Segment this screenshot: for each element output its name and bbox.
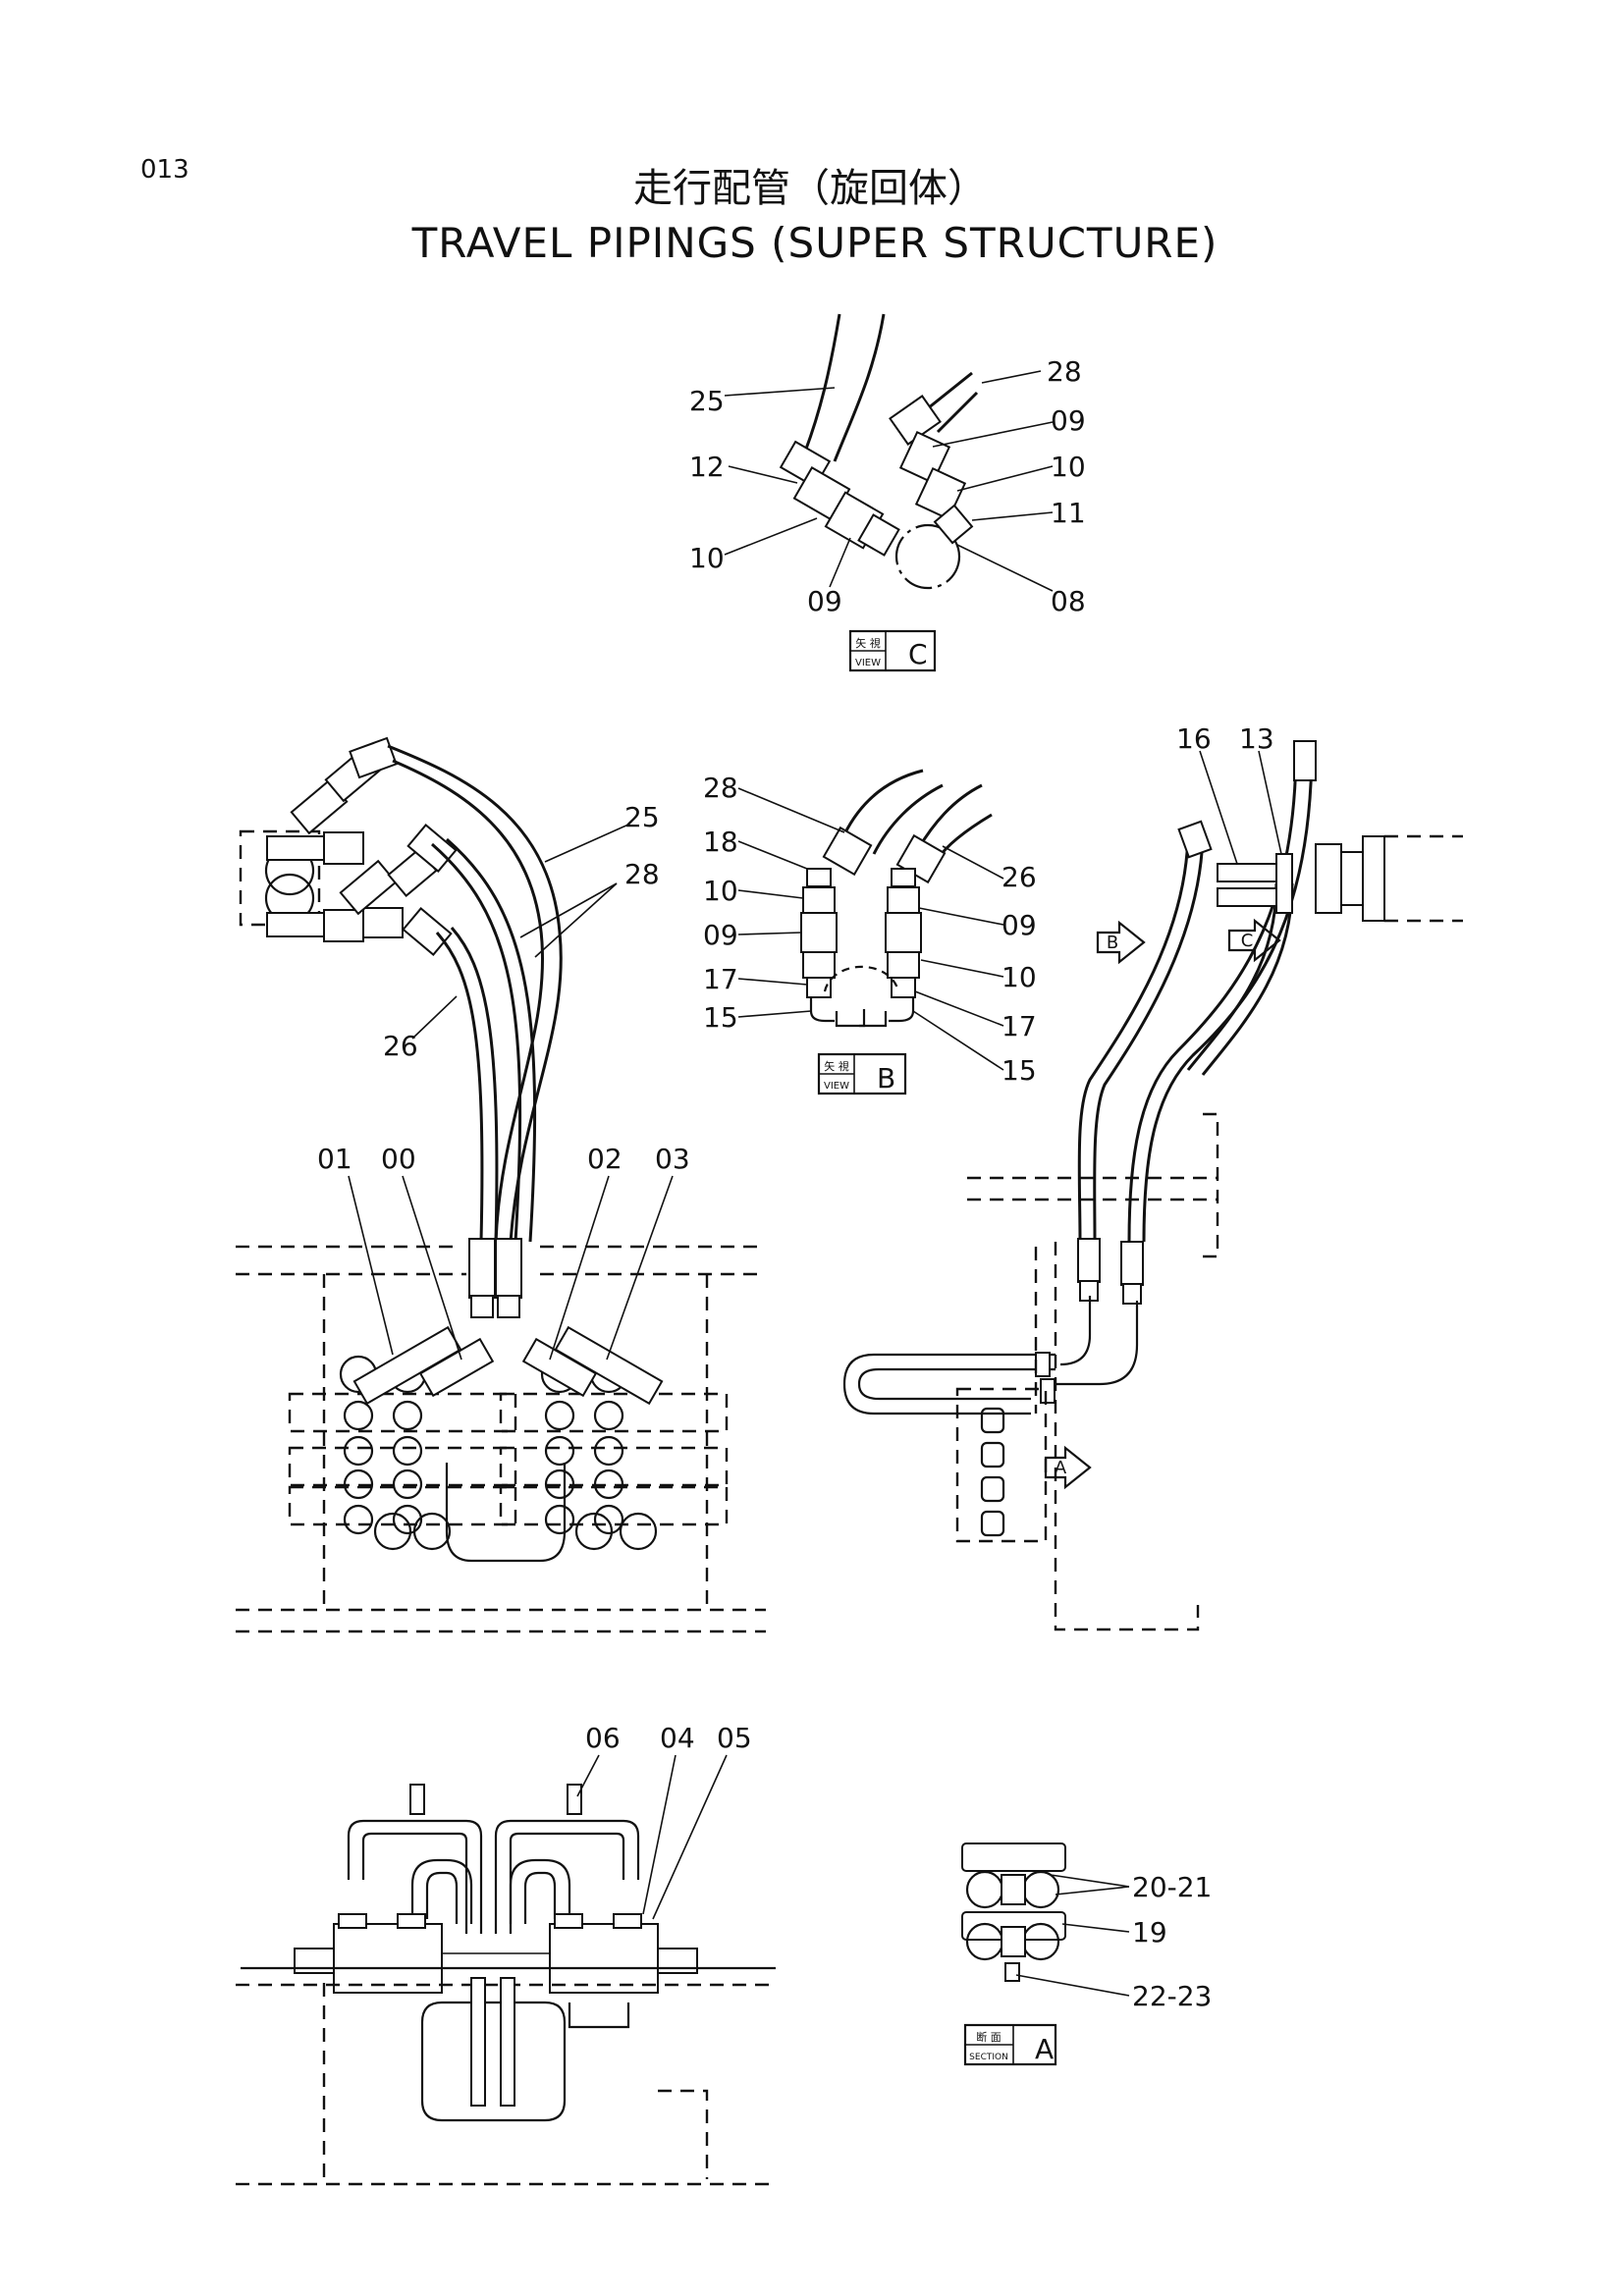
main-valve-view: 25 28 26 [236, 736, 766, 1633]
callout-02: 02 [587, 1143, 623, 1175]
arrow-a-label: A [1055, 1458, 1067, 1478]
callout-17: 17 [703, 963, 738, 995]
callout-09: 09 [807, 585, 842, 617]
callout-03: 03 [655, 1143, 690, 1175]
callout-16: 16 [1176, 722, 1212, 755]
view-b-tag-en: VIEW [824, 1081, 849, 1092]
view-c-diagram: 25 12 10 09 28 09 10 11 08 矢 視 VIEW C [689, 313, 1086, 672]
callout-17: 17 [1001, 1010, 1037, 1042]
callout-26: 26 [1001, 861, 1037, 893]
callout-05: 05 [717, 1722, 752, 1754]
callout-18: 18 [703, 826, 738, 858]
callout-08: 08 [1051, 585, 1086, 617]
callout-11: 11 [1051, 497, 1086, 529]
view-c-letter: C [908, 638, 928, 670]
callout-01: 01 [317, 1143, 352, 1175]
callout-13: 13 [1239, 722, 1274, 755]
view-c-tag-jp: 矢 視 [855, 636, 881, 650]
callout-19: 19 [1132, 1916, 1167, 1949]
callout-28: 28 [624, 858, 660, 890]
callout-06: 06 [585, 1722, 621, 1754]
side-view-diagram: B C A 16 13 [842, 722, 1463, 1631]
callout-09: 09 [1001, 909, 1037, 941]
arrow-b-label: B [1107, 933, 1118, 953]
callout-25: 25 [689, 385, 725, 417]
arrow-c-label: C [1241, 931, 1254, 951]
view-b-tag-jp: 矢 視 [824, 1059, 849, 1073]
callout-15: 15 [703, 1001, 738, 1034]
callout-10: 10 [703, 875, 738, 907]
callout-15: 15 [1001, 1054, 1037, 1087]
section-a-diagram: 20-21 19 22-23 断 面 SECTION A [961, 1842, 1212, 2066]
view-c-tag-en: VIEW [855, 658, 881, 668]
callout-20-21: 20-21 [1132, 1871, 1212, 1903]
callout-09: 09 [703, 919, 738, 951]
callout-12: 12 [689, 451, 725, 483]
callout-28: 28 [703, 772, 738, 804]
section-a-letter: A [1035, 2033, 1054, 2065]
title-japanese: 走行配管（旋回体） [633, 166, 987, 211]
callout-10: 10 [689, 542, 725, 574]
callout-10: 10 [1051, 451, 1086, 483]
callout-09: 09 [1051, 404, 1086, 437]
bottom-view-diagram: 06 04 05 [236, 1722, 776, 2186]
callout-00: 00 [381, 1143, 416, 1175]
callout-04: 04 [660, 1722, 695, 1754]
title-english: TRAVEL PIPINGS (SUPER STRUCTURE) [411, 219, 1218, 267]
callout-28: 28 [1047, 355, 1082, 388]
view-b-letter: B [877, 1062, 895, 1095]
callout-26: 26 [383, 1030, 418, 1062]
callout-25: 25 [624, 801, 660, 833]
callout-10: 10 [1001, 961, 1037, 993]
section-a-tag-en: SECTION [969, 2053, 1008, 2062]
page-number: 013 [140, 155, 189, 185]
callout-22-23: 22-23 [1132, 1980, 1212, 2012]
view-b-diagram: 28 18 10 09 17 15 26 09 10 17 15 矢 視 VIE… [703, 769, 1037, 1095]
section-a-tag-jp: 断 面 [976, 2030, 1001, 2044]
